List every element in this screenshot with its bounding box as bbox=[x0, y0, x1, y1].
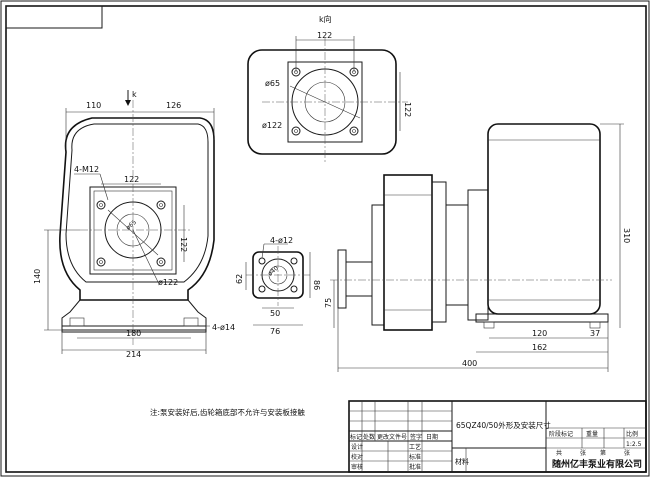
side-dim-37: 37 bbox=[590, 329, 600, 338]
dim-bore: ø122 bbox=[158, 278, 178, 287]
tb-sheet-no: 第 bbox=[600, 449, 606, 457]
title-block: 标记 处数 更改文件号 签字 日期 设计 校对 审核 工艺 标准 批准 65QZ… bbox=[348, 400, 647, 473]
k-dim-w: 122 bbox=[317, 31, 332, 40]
side-view: 310 75 120 37 162 400 bbox=[324, 123, 631, 372]
flange-w2: 76 bbox=[270, 327, 280, 336]
small-flange-view: 4-ø12 ø40 62 86 50 76 bbox=[235, 236, 321, 336]
tb-standard: 标准 bbox=[409, 453, 421, 461]
tb-sign-design: 设计 bbox=[351, 443, 363, 451]
tb-stage: 阶段标记 bbox=[549, 430, 573, 438]
side-dim-310: 310 bbox=[622, 228, 631, 243]
flange-h2: 86 bbox=[312, 280, 321, 290]
tb-approve: 批准 bbox=[409, 463, 421, 471]
side-dim-400: 400 bbox=[462, 359, 477, 368]
arrow-k-label: k bbox=[132, 90, 137, 99]
k-dim-h: 122 bbox=[403, 102, 412, 117]
tb-sign-check: 校对 bbox=[351, 453, 363, 461]
dim-4-m12: 4-M12 bbox=[74, 165, 99, 174]
dim-110: 110 bbox=[86, 101, 101, 110]
side-dim-120: 120 bbox=[532, 329, 547, 338]
k-view: k向 122 122 ø65 ø122 bbox=[247, 14, 412, 162]
k-dim-large: ø122 bbox=[262, 121, 282, 130]
tb-row-count: 处数 bbox=[363, 433, 375, 441]
tb-process: 工艺 bbox=[409, 443, 421, 451]
dim-214: 214 bbox=[126, 350, 141, 359]
k-view-label: k向 bbox=[319, 14, 332, 24]
inner-border bbox=[5, 5, 647, 473]
dim-bore2: ø65 bbox=[125, 219, 138, 232]
tb-scale-label: 比例 bbox=[626, 430, 638, 438]
tb-row-mark: 标记 bbox=[350, 433, 362, 441]
k-dim-small: ø65 bbox=[265, 79, 280, 88]
tb-row-sign: 签字 bbox=[410, 433, 422, 441]
tb-weight: 重量 bbox=[586, 430, 598, 438]
front-view: k 110 126 4-M12 122 122 ø65 ø122 140 180… bbox=[33, 90, 235, 359]
flange-holes: 4-ø12 bbox=[270, 236, 293, 245]
installation-note: 注:泵安装好后,齿轮箱底部不允许与安装板接触 bbox=[150, 407, 305, 417]
tb-title: 65QZ40/50外形及安装尺寸 bbox=[456, 420, 551, 430]
flange-h1: 62 bbox=[235, 274, 244, 284]
tb-sign-review: 审核 bbox=[351, 463, 363, 471]
side-dim-75: 75 bbox=[324, 298, 333, 308]
tb-sheet-unit2: 张 bbox=[624, 449, 630, 457]
tb-company: 随州亿丰泵业有限公司 bbox=[552, 458, 642, 470]
dim-flange-w: 122 bbox=[124, 175, 139, 184]
tb-material: 材料 bbox=[455, 457, 469, 466]
flange-w1: 50 bbox=[270, 309, 280, 318]
dim-4-o14: 4-ø14 bbox=[212, 323, 235, 332]
dim-180: 180 bbox=[126, 329, 141, 338]
dim-140: 140 bbox=[33, 269, 42, 284]
dim-126: 126 bbox=[166, 101, 181, 110]
tb-sheet-unit1: 张 bbox=[580, 449, 586, 457]
side-dim-162: 162 bbox=[532, 343, 547, 352]
tb-row-date: 日期 bbox=[426, 433, 438, 441]
corner-box bbox=[5, 5, 103, 29]
dim-flange-h: 122 bbox=[179, 237, 188, 252]
tb-row-file: 更改文件号 bbox=[377, 433, 407, 441]
tb-scale: 1:2.5 bbox=[626, 441, 642, 448]
tb-sheet-total: 共 bbox=[556, 449, 562, 457]
